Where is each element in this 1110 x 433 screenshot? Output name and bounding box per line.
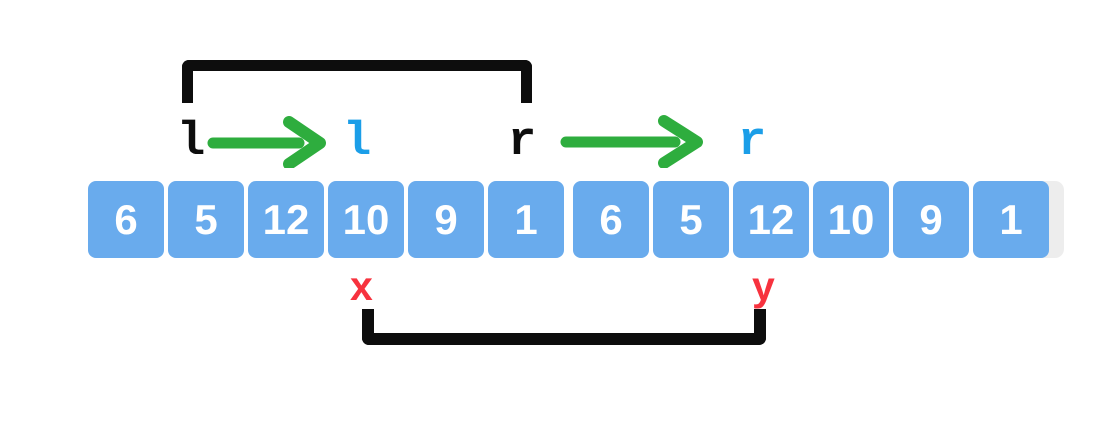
array-group-1: 6 5 12 10 9 1 [88, 181, 564, 258]
green-arrow-right-icon [206, 116, 332, 173]
array-cell: 10 [813, 181, 889, 258]
array-group-2: 6 5 12 10 9 1 [573, 181, 1049, 258]
array-row: 6 5 12 10 9 1 6 5 12 10 9 1 [88, 181, 1049, 258]
array-cell: 5 [168, 181, 244, 258]
array-cell: 9 [408, 181, 484, 258]
array-cell: 10 [328, 181, 404, 258]
range-label-x: x [350, 263, 373, 309]
array-cell: 1 [973, 181, 1049, 258]
array-cell: 9 [893, 181, 969, 258]
array-cell: 5 [653, 181, 729, 258]
array-cell: 12 [733, 181, 809, 258]
pointer-l-new: l [343, 116, 372, 169]
range-label-y: y [752, 263, 775, 309]
array-cell: 12 [248, 181, 324, 258]
bottom-bracket [362, 309, 766, 345]
pointer-l-old: l [177, 116, 206, 169]
pointer-r-old: r [508, 116, 537, 169]
array-cell: 6 [88, 181, 164, 258]
array-cell: 6 [573, 181, 649, 258]
green-arrow-right-icon [558, 114, 708, 173]
array-cell: 1 [488, 181, 564, 258]
pointer-r-new: r [738, 116, 767, 169]
top-bracket [182, 60, 532, 103]
